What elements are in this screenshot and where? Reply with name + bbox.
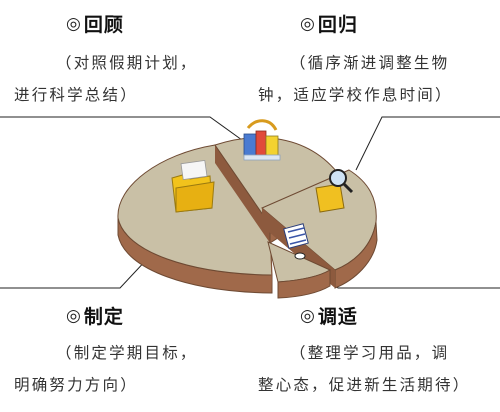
heading-return: ◎ 回归 [300, 10, 358, 37]
title-adjust: 调适 [317, 306, 358, 328]
desc-review-line2: 进行科学总结） [14, 86, 138, 104]
heading-adjust: ◎ 调适 [300, 302, 358, 329]
section-adjust: ◎ 调适 [300, 302, 358, 329]
heading-review: ◎ 回顾 [66, 10, 124, 37]
circle-mark-icon: ◎ [300, 305, 316, 326]
title-return: 回归 [317, 14, 358, 36]
leader-review [0, 116, 243, 141]
magnifier-folder-icon [315, 169, 354, 213]
title-plan: 制定 [83, 306, 124, 328]
desc-adjust-line1: （整理学习用品，调 [290, 344, 450, 362]
desc-adjust-line2: 整心态，促进新生活期待） [258, 376, 471, 394]
heading-plan: ◎ 制定 [66, 302, 124, 329]
wedge-adjust [267, 241, 332, 299]
section-return: ◎ 回归 [300, 10, 358, 37]
desc-plan-line1: （制定学期目标， [56, 344, 198, 362]
circle-mark-icon: ◎ [300, 13, 316, 34]
desc-review-line1: （对照假期计划， [56, 54, 198, 72]
desc-plan-line2: 明确努力方向） [14, 376, 138, 394]
folder-icon [171, 159, 215, 213]
calendar-alarm-icon [283, 223, 309, 260]
desc-return-line1: （循序渐进调整生物 [290, 54, 450, 72]
books-icon [243, 119, 281, 161]
section-review: ◎ 回顾 [66, 10, 124, 37]
circle-mark-icon: ◎ [66, 13, 82, 34]
circle-mark-icon: ◎ [66, 305, 82, 326]
desc-return-line2: 钟，适应学校作息时间） [258, 86, 453, 104]
leader-return [355, 116, 500, 171]
title-review: 回顾 [83, 14, 124, 36]
section-plan: ◎ 制定 [66, 302, 124, 329]
